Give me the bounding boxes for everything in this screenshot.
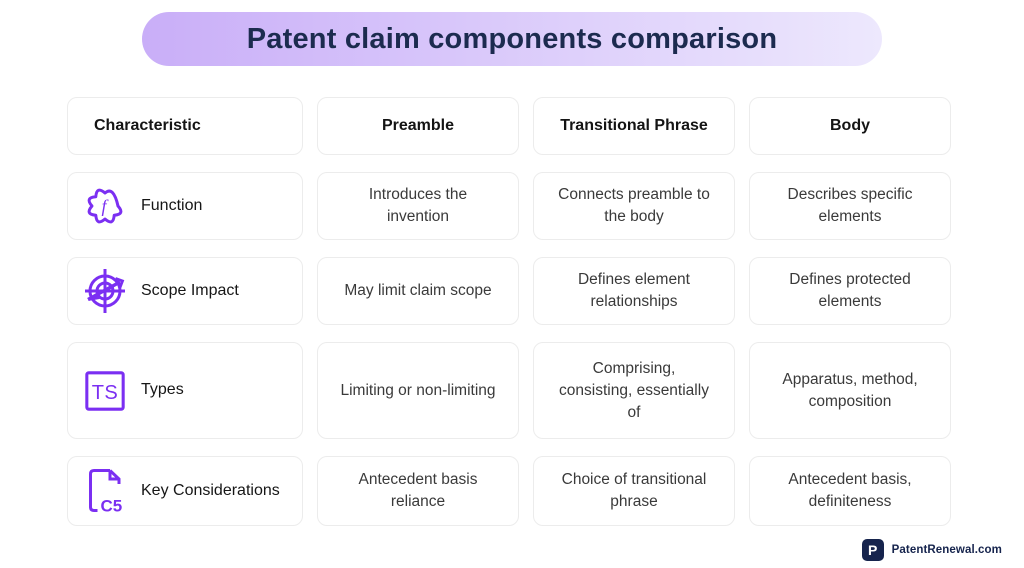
document-c5-icon: C5 [81, 468, 129, 514]
patentrenewal-logo-icon: P [861, 539, 884, 561]
header-cell-transitional-phrase: Transitional Phrase [533, 97, 735, 155]
row-label-text: Key Considerations [141, 481, 280, 499]
page-title: Patent claim components comparison [246, 22, 778, 55]
header-cell-characteristic: Characteristic [67, 97, 303, 155]
svg-text:f: f [101, 196, 109, 216]
row-label-text: Scope Impact [141, 281, 239, 299]
table-cell: Comprising, consisting, essentially of [533, 342, 735, 439]
row-label-function: f Function [67, 172, 303, 240]
table-cell: Defines protected elements [749, 257, 951, 325]
table-cell: May limit claim scope [317, 257, 519, 325]
table-cell: Connects preamble to the body [533, 172, 735, 240]
table-cell: Antecedent basis reliance [317, 456, 519, 526]
brand-name: PatentRenewal.com [891, 544, 1002, 556]
row-label-scope-impact: Scope Impact [67, 257, 303, 325]
table-cell: Defines element relationships [533, 257, 735, 325]
row-label-key-considerations: C5 Key Considerations [67, 456, 303, 526]
table-cell: Limiting or non-limiting [317, 342, 519, 439]
table-cell: Describes specific elements [749, 172, 951, 240]
table-cell: Apparatus, method, composition [749, 342, 951, 439]
table-cell: Choice of transitional phrase [533, 456, 735, 526]
logo-letter: P [867, 542, 878, 558]
header-cell-preamble: Preamble [317, 97, 519, 155]
table-cell: Antecedent basis, definiteness [749, 456, 951, 526]
types-ts-square-icon: TS [81, 369, 129, 413]
row-label-types: TS Types [67, 342, 303, 439]
svg-text:C5: C5 [101, 497, 123, 515]
title-banner: Patent claim components comparison [142, 12, 882, 66]
table-cell: Introduces the invention [317, 172, 519, 240]
row-label-text: Types [141, 381, 184, 399]
comparison-table: Characteristic Preamble Transitional Phr… [67, 97, 951, 526]
row-label-text: Function [141, 196, 203, 214]
header-cell-body: Body [749, 97, 951, 155]
brand-footer: P PatentRenewal.com [861, 539, 1002, 561]
svg-text:TS: TS [92, 382, 119, 404]
function-badge-icon: f [81, 183, 129, 229]
scope-target-icon [81, 268, 129, 314]
